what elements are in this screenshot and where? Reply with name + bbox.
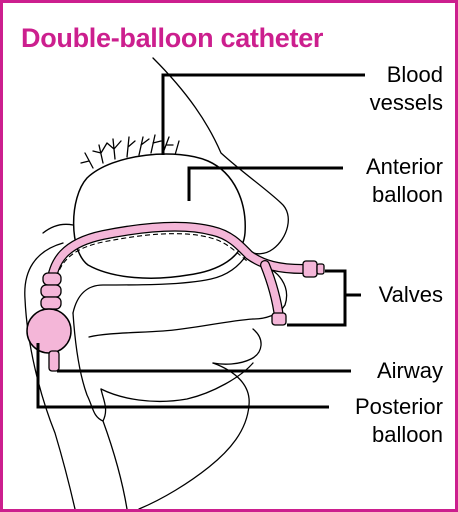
label-valves: Valves: [379, 281, 443, 309]
leader-posterior-balloon: [36, 343, 329, 409]
leader-valves: [287, 269, 361, 327]
pharynx-front: [72, 312, 107, 422]
skull-back: [42, 223, 74, 234]
anterior-balloon: [72, 153, 246, 279]
lip-outline: [252, 264, 288, 320]
nose-profile: [152, 57, 289, 255]
diagram-title: Double-balloon catheter: [21, 23, 324, 53]
chin: [138, 362, 250, 509]
tongue: [100, 328, 262, 403]
label-airway: Airway: [377, 357, 443, 385]
palate: [88, 318, 254, 338]
valve-lower: [271, 312, 287, 326]
label-posterior-balloon-line1: Posterior: [354, 394, 443, 419]
label-blood-vessels-line2: vessels: [369, 90, 443, 115]
label-blood-vessels-line1: Blood: [386, 62, 443, 87]
catheter-tip: [48, 350, 60, 372]
label-posterior-balloon: Posterior balloon: [355, 393, 443, 449]
blood-vessels: [80, 134, 180, 169]
larynx: [102, 420, 128, 509]
catheter-tube: [47, 222, 307, 289]
head-outline: [24, 57, 289, 509]
label-airway-text: Airway: [376, 358, 443, 383]
leader-lines: [36, 73, 365, 409]
valve-upper-cap: [316, 263, 325, 275]
pharynx-back: [24, 242, 76, 509]
label-anterior-balloon-line2: balloon: [372, 182, 443, 207]
label-blood-vessels: Blood vessels: [370, 61, 443, 117]
label-anterior-balloon: Anterior balloon: [366, 153, 443, 209]
leader-anterior-balloon: [187, 166, 343, 201]
nasal-floor: [72, 250, 250, 314]
catheter-segments: [40, 272, 62, 310]
diagram-artwork: [24, 57, 365, 509]
valve-upper: [302, 260, 318, 278]
label-valves-text: Valves: [378, 282, 443, 307]
posterior-balloon: [26, 308, 72, 354]
leader-blood-vessels: [161, 73, 365, 155]
catheter-lumen: [54, 233, 248, 286]
label-anterior-balloon-line1: Anterior: [365, 154, 443, 179]
label-posterior-balloon-line2: balloon: [372, 422, 443, 447]
